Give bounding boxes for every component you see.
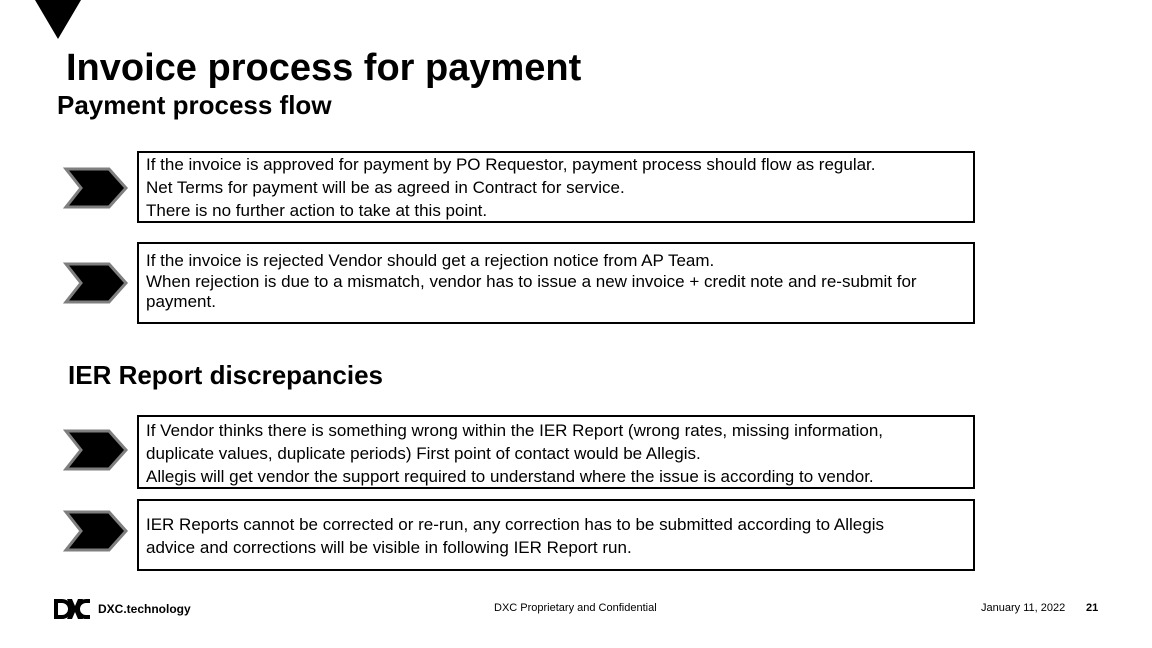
section-heading-ier-report: IER Report discrepancies [68, 360, 383, 390]
chevron-arrow-icon [63, 167, 129, 209]
text-line: If the invoice is rejected Vendor should… [146, 251, 715, 270]
text-line: IER Reports cannot be corrected or re-ru… [146, 515, 884, 557]
chevron-arrow-icon [63, 429, 129, 471]
ier-correction-box: IER Reports cannot be corrected or re-ru… [137, 499, 975, 571]
chevron-arrow-icon [63, 262, 129, 304]
text-line: There is no further action to take at th… [146, 201, 488, 220]
text-line: Net Terms for payment will be as agreed … [146, 178, 625, 197]
ier-discrepancy-box: If Vendor thinks there is something wron… [137, 415, 975, 489]
section-heading-payment-flow: Payment process flow [57, 90, 332, 120]
text-line: When rejection is due to a mismatch, ven… [146, 271, 917, 312]
dxc-logo-icon [54, 599, 90, 619]
page-number: 21 [1086, 602, 1099, 614]
payment-rejected-box: If the invoice is rejected Vendor should… [137, 242, 975, 324]
chevron-arrow-icon [63, 510, 129, 552]
text-line: If Vendor thinks there is something wron… [146, 421, 884, 463]
text-line: Allegis will get vendor the support requ… [146, 467, 874, 486]
logo-text: DXC.technology [98, 602, 191, 616]
corner-triangle-icon [35, 0, 81, 39]
footer-date: January 11, 2022 [981, 602, 1066, 614]
dxc-logo: DXC.technology [54, 598, 191, 620]
slide-title: Invoice process for payment [66, 47, 582, 89]
confidentiality-label: DXC Proprietary and Confidential [494, 602, 657, 614]
text-line: If the invoice is approved for payment b… [146, 155, 876, 174]
payment-approved-box: If the invoice is approved for payment b… [137, 151, 975, 223]
